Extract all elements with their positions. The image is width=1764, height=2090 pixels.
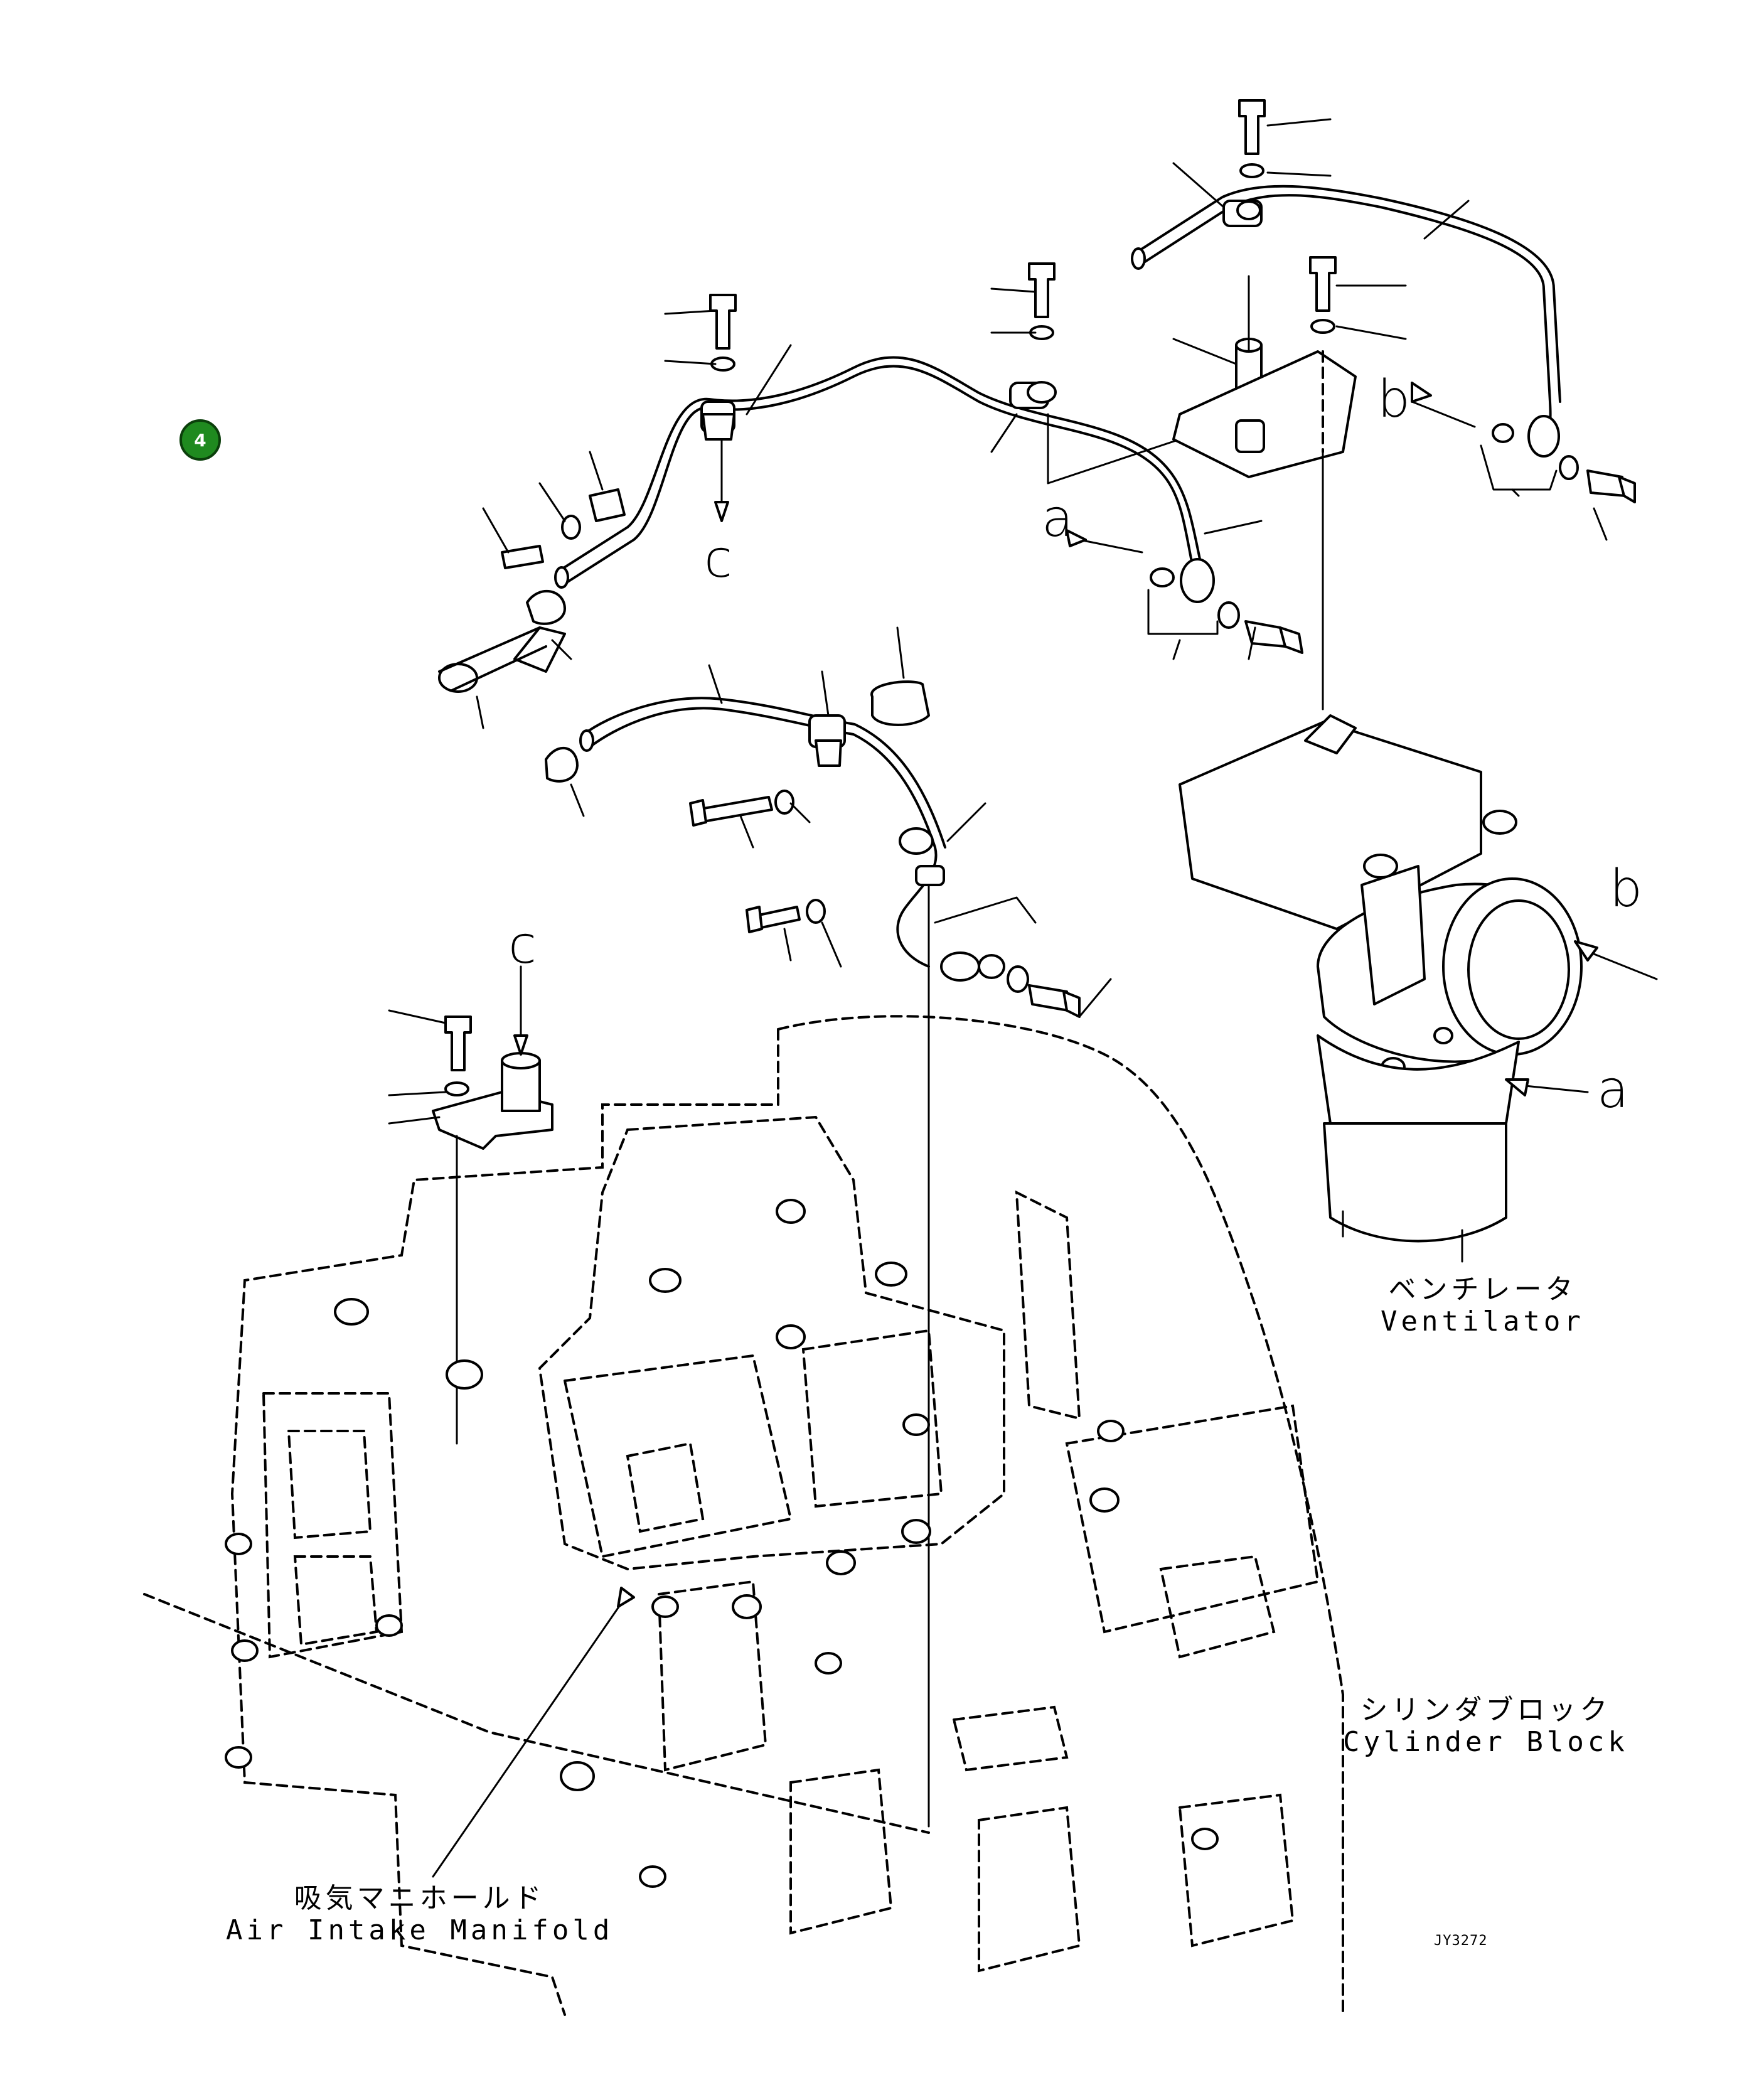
figure-number-badge: 4 bbox=[179, 419, 221, 461]
lower-bracket bbox=[432, 965, 553, 1445]
air-intake-manifold-caption-english: Air Intake Manifold bbox=[226, 1914, 614, 1946]
air-intake-manifold-caption-japanese: 吸気マニホールド bbox=[294, 1882, 545, 1914]
ventilator-caption-english: Ventilator bbox=[1381, 1305, 1585, 1337]
callout-leaders bbox=[388, 118, 1608, 1125]
air-intake-manifold-caption: 吸気マニホールド Air Intake Manifold bbox=[226, 1882, 614, 1946]
ventilator-drawing bbox=[1179, 714, 1658, 1263]
upper-tube-assembly bbox=[438, 262, 1303, 783]
cylinder-block-caption-english: Cylinder Block bbox=[1343, 1725, 1628, 1758]
reference-letter-c-lower: c bbox=[508, 916, 537, 975]
reference-letter-a-upper: a bbox=[1042, 489, 1074, 549]
middle-tube-assembly bbox=[579, 680, 1081, 1828]
right-tube-assembly bbox=[1066, 99, 1636, 710]
figure-number: 4 bbox=[194, 429, 206, 451]
reference-letter-a-ventilator: a bbox=[1597, 1060, 1629, 1120]
cylinder-block-caption: シリンダブロック Cylinder Block bbox=[1343, 1694, 1628, 1758]
ventilator-caption-japanese: ベンチレータ bbox=[1388, 1273, 1577, 1305]
engine-block-drawing bbox=[143, 1015, 1344, 2016]
reference-letter-c-upper: c bbox=[704, 530, 733, 589]
drawing-code: JY3272 bbox=[1434, 1933, 1488, 1949]
reference-letter-b-ventilator: b bbox=[1610, 859, 1643, 919]
cylinder-block-caption-japanese: シリンダブロック bbox=[1360, 1694, 1612, 1726]
ventilator-caption: ベンチレータ Ventilator bbox=[1381, 1273, 1585, 1337]
reference-letter-b-upper: b bbox=[1377, 370, 1411, 429]
